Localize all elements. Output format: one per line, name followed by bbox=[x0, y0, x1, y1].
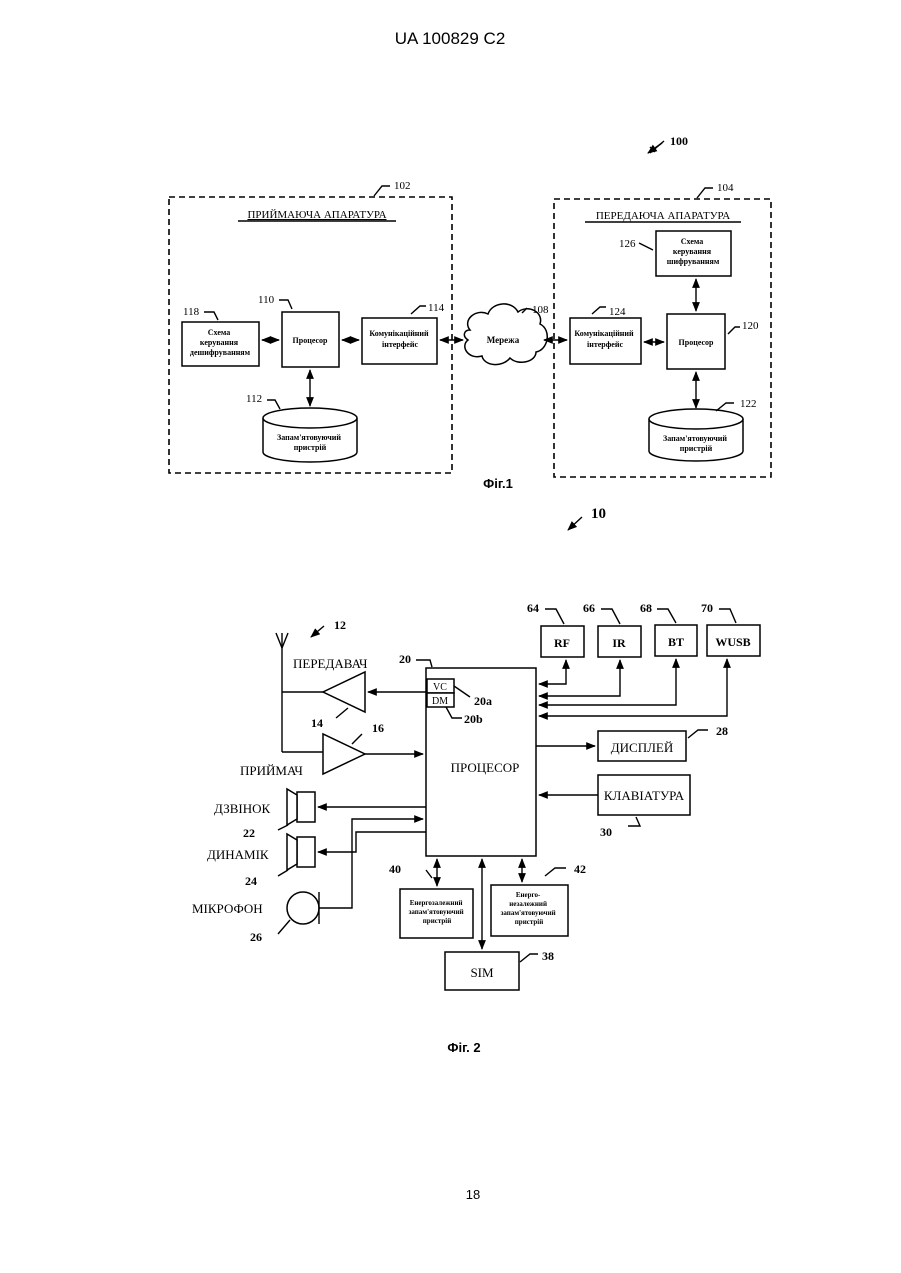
main-processor-label: ПРОЦЕСОР bbox=[451, 760, 520, 775]
ref-126: 126 bbox=[619, 238, 636, 250]
ref-10: 10 bbox=[591, 506, 606, 522]
receiver-amplifier bbox=[323, 734, 365, 774]
ref-70: 70 bbox=[701, 601, 713, 615]
speaker-icon bbox=[287, 834, 315, 870]
ref-120: 120 bbox=[742, 320, 759, 332]
ref-12: 12 bbox=[334, 618, 346, 632]
figure-1-caption: Фіг.1 bbox=[483, 476, 513, 491]
figure-2-caption: Фіг. 2 bbox=[447, 1040, 480, 1055]
ref-110: 110 bbox=[258, 294, 275, 306]
rf-label: RF bbox=[554, 636, 570, 650]
wusb-label: WUSB bbox=[715, 635, 750, 649]
ref-108: 108 bbox=[532, 304, 549, 316]
transmitter-amplifier bbox=[323, 672, 365, 712]
transmitter-label: ПЕРЕДАВАЧ bbox=[293, 656, 368, 671]
sim-label: SIM bbox=[470, 965, 494, 980]
ref-38: 38 bbox=[542, 949, 554, 963]
figure-1: 100 102 ПРИЙМАЮЧА АПАРАТУРА Схема керува… bbox=[169, 134, 771, 491]
receiver-apparatus-title: ПРИЙМАЮЧА АПАРАТУРА bbox=[247, 209, 386, 221]
network-label: Мережа bbox=[487, 335, 520, 345]
ref-28: 28 bbox=[716, 724, 728, 738]
microphone-label: МІКРОФОН bbox=[192, 901, 263, 916]
ref-20: 20 bbox=[399, 652, 411, 666]
keypad-label: КЛАВІАТУРА bbox=[604, 788, 685, 803]
ref-100: 100 bbox=[670, 134, 688, 148]
ref-122: 122 bbox=[740, 398, 757, 410]
transmitter-processor-label: Процесор bbox=[679, 338, 714, 347]
ref-40: 40 bbox=[389, 862, 401, 876]
ref-66: 66 bbox=[583, 601, 595, 615]
speaker-label: ДИНАМІК bbox=[207, 847, 269, 862]
ringer-label: ДЗВІНОК bbox=[214, 801, 270, 816]
ref-14: 14 bbox=[311, 716, 323, 730]
ref-114: 114 bbox=[428, 302, 445, 314]
figure-2: 10 12 ПЕРЕДАВАЧ 14 16 ПРИЙМАЧ ПРОЦЕСОР 2… bbox=[192, 506, 760, 1055]
ref-20b: 20b bbox=[464, 712, 483, 726]
ref-64: 64 bbox=[527, 601, 539, 615]
ref-112: 112 bbox=[246, 393, 262, 405]
ringer-icon bbox=[287, 789, 315, 825]
bt-label: BT bbox=[668, 635, 684, 649]
ref-42: 42 bbox=[574, 862, 586, 876]
receiver-processor-label: Процесор bbox=[293, 336, 328, 345]
ref-24: 24 bbox=[245, 874, 257, 888]
ref-68: 68 bbox=[640, 601, 652, 615]
vc-label: VC bbox=[433, 682, 447, 693]
patent-id: UA 100829 C2 bbox=[395, 29, 506, 48]
ref-118: 118 bbox=[183, 306, 200, 318]
microphone-icon bbox=[287, 892, 319, 924]
dm-label: DM bbox=[432, 696, 448, 707]
page-number: 18 bbox=[466, 1187, 480, 1202]
transmitter-apparatus-title: ПЕРЕДАЮЧА АПАРАТУРА bbox=[596, 210, 730, 222]
ref-104: 104 bbox=[717, 182, 734, 194]
ref-20a: 20a bbox=[474, 694, 492, 708]
ref-16: 16 bbox=[372, 721, 384, 735]
ref-124: 124 bbox=[609, 306, 626, 318]
ref-26: 26 bbox=[250, 930, 262, 944]
receiver-label: ПРИЙМАЧ bbox=[240, 763, 303, 778]
ref-102: 102 bbox=[394, 180, 411, 192]
ir-label: IR bbox=[612, 636, 626, 650]
ref-22: 22 bbox=[243, 826, 255, 840]
ref-30: 30 bbox=[600, 825, 612, 839]
display-label: ДИСПЛЕЙ bbox=[611, 740, 673, 755]
